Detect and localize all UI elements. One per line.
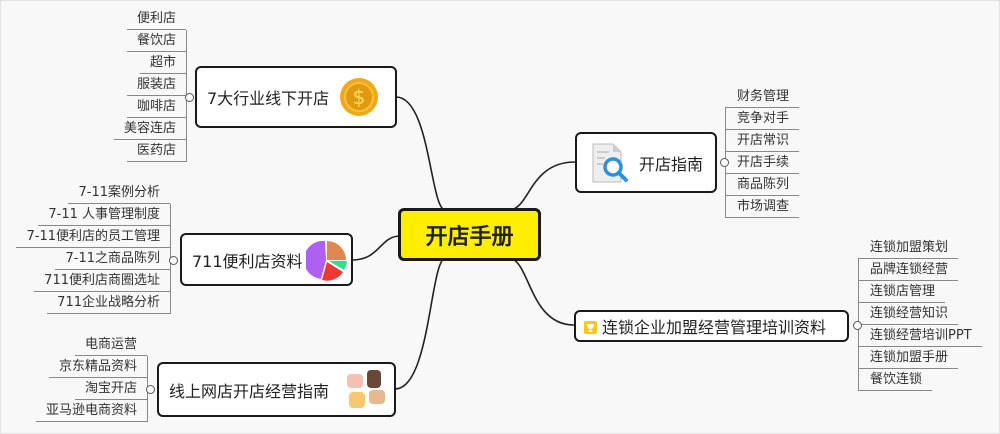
topic-label: 连锁企业加盟经营管理培训资料 <box>602 318 827 337</box>
subtopic-offline[interactable]: 服装店 <box>126 74 186 96</box>
subtopic-online[interactable]: 亚马逊电商资料 <box>35 400 147 422</box>
subtopic-chain[interactable]: 连锁经营培训PPT <box>858 325 982 347</box>
subtopic-chain[interactable]: 餐饮连锁 <box>858 369 933 391</box>
svg-text:$: $ <box>353 85 366 109</box>
subtopic-seven-eleven[interactable]: 7-11案例分析 <box>68 182 170 204</box>
link-online <box>394 257 446 390</box>
subtopic-offline[interactable]: 餐饮店 <box>126 30 186 52</box>
subtopic-seven-eleven[interactable]: 7-11之商品陈列 <box>55 248 170 270</box>
subtopic-offline[interactable]: 美容连店 <box>113 118 186 140</box>
document-search-icon <box>592 143 628 183</box>
collapse-toggle-online[interactable] <box>146 385 155 394</box>
subtopic-chain[interactable]: 连锁加盟手册 <box>858 347 959 369</box>
subtopic-offline[interactable]: 便利店 <box>126 8 186 30</box>
subtopic-guide[interactable]: 竞争对手 <box>725 108 800 130</box>
central-topic-label: 开店手册 <box>425 224 514 250</box>
trophy-icon <box>584 321 597 334</box>
subtopic-seven-eleven[interactable]: 7-11 人事管理制度 <box>38 204 170 226</box>
subtopic-guide[interactable]: 市场调查 <box>725 196 800 218</box>
subtopic-offline[interactable]: 咖啡店 <box>126 96 186 118</box>
collapse-toggle-guide[interactable] <box>720 158 729 167</box>
topic-label: 7大行业线下开店 <box>207 89 330 108</box>
topic-offline[interactable]: 7大行业线下开店 $ <box>195 66 397 128</box>
link-offline <box>395 96 446 211</box>
topic-guide[interactable]: 开店指南 <box>575 132 717 193</box>
link-guide <box>509 161 576 211</box>
topic-chain[interactable]: 连锁企业加盟经营管理培训资料 <box>574 310 849 342</box>
subtopic-offline[interactable]: 医药店 <box>126 140 186 162</box>
collapse-toggle-seven-eleven[interactable] <box>169 256 178 265</box>
subtopic-chain[interactable]: 品牌连锁经营 <box>858 259 959 281</box>
subtopic-guide[interactable]: 开店常识 <box>725 130 800 152</box>
subtopic-guide[interactable]: 财务管理 <box>725 86 800 108</box>
subtopic-online[interactable]: 京东精品资料 <box>48 356 147 378</box>
subtopic-guide[interactable]: 商品陈列 <box>725 174 800 196</box>
subtopic-online[interactable]: 电商运营 <box>74 334 147 356</box>
subtopic-seven-eleven[interactable]: 7-11便利店的员工管理 <box>16 226 170 248</box>
subtopic-seven-eleven[interactable]: 711便利店商圈选址 <box>34 270 170 292</box>
link-chain <box>509 257 575 326</box>
link-seven-eleven <box>351 235 401 261</box>
subtopic-guide[interactable]: 开店手续 <box>725 152 800 174</box>
subtopic-online[interactable]: 淘宝开店 <box>74 378 147 400</box>
coin-icon: $ <box>340 78 378 116</box>
topic-label: 开店指南 <box>639 154 704 174</box>
topic-label: 线上网店开店经营指南 <box>169 381 330 401</box>
hands-icon <box>347 370 385 408</box>
subtopic-chain[interactable]: 连锁店管理 <box>858 281 946 303</box>
topic-seven-eleven[interactable]: 711便利店资料 <box>180 233 353 286</box>
pie-chart-icon <box>306 240 347 281</box>
central-topic[interactable]: 开店手册 <box>398 208 541 261</box>
subtopic-chain[interactable]: 连锁加盟策划 <box>858 237 959 259</box>
subtopic-chain[interactable]: 连锁经营知识 <box>858 303 959 325</box>
subtopic-seven-eleven[interactable]: 711企业战略分析 <box>47 292 170 314</box>
topic-label: 711便利店资料 <box>192 251 303 271</box>
collapse-toggle-offline[interactable] <box>185 93 194 102</box>
collapse-toggle-chain[interactable] <box>853 321 862 330</box>
topic-online[interactable]: 线上网店开店经营指南 <box>157 362 396 417</box>
subtopic-offline[interactable]: 超市 <box>139 52 186 74</box>
